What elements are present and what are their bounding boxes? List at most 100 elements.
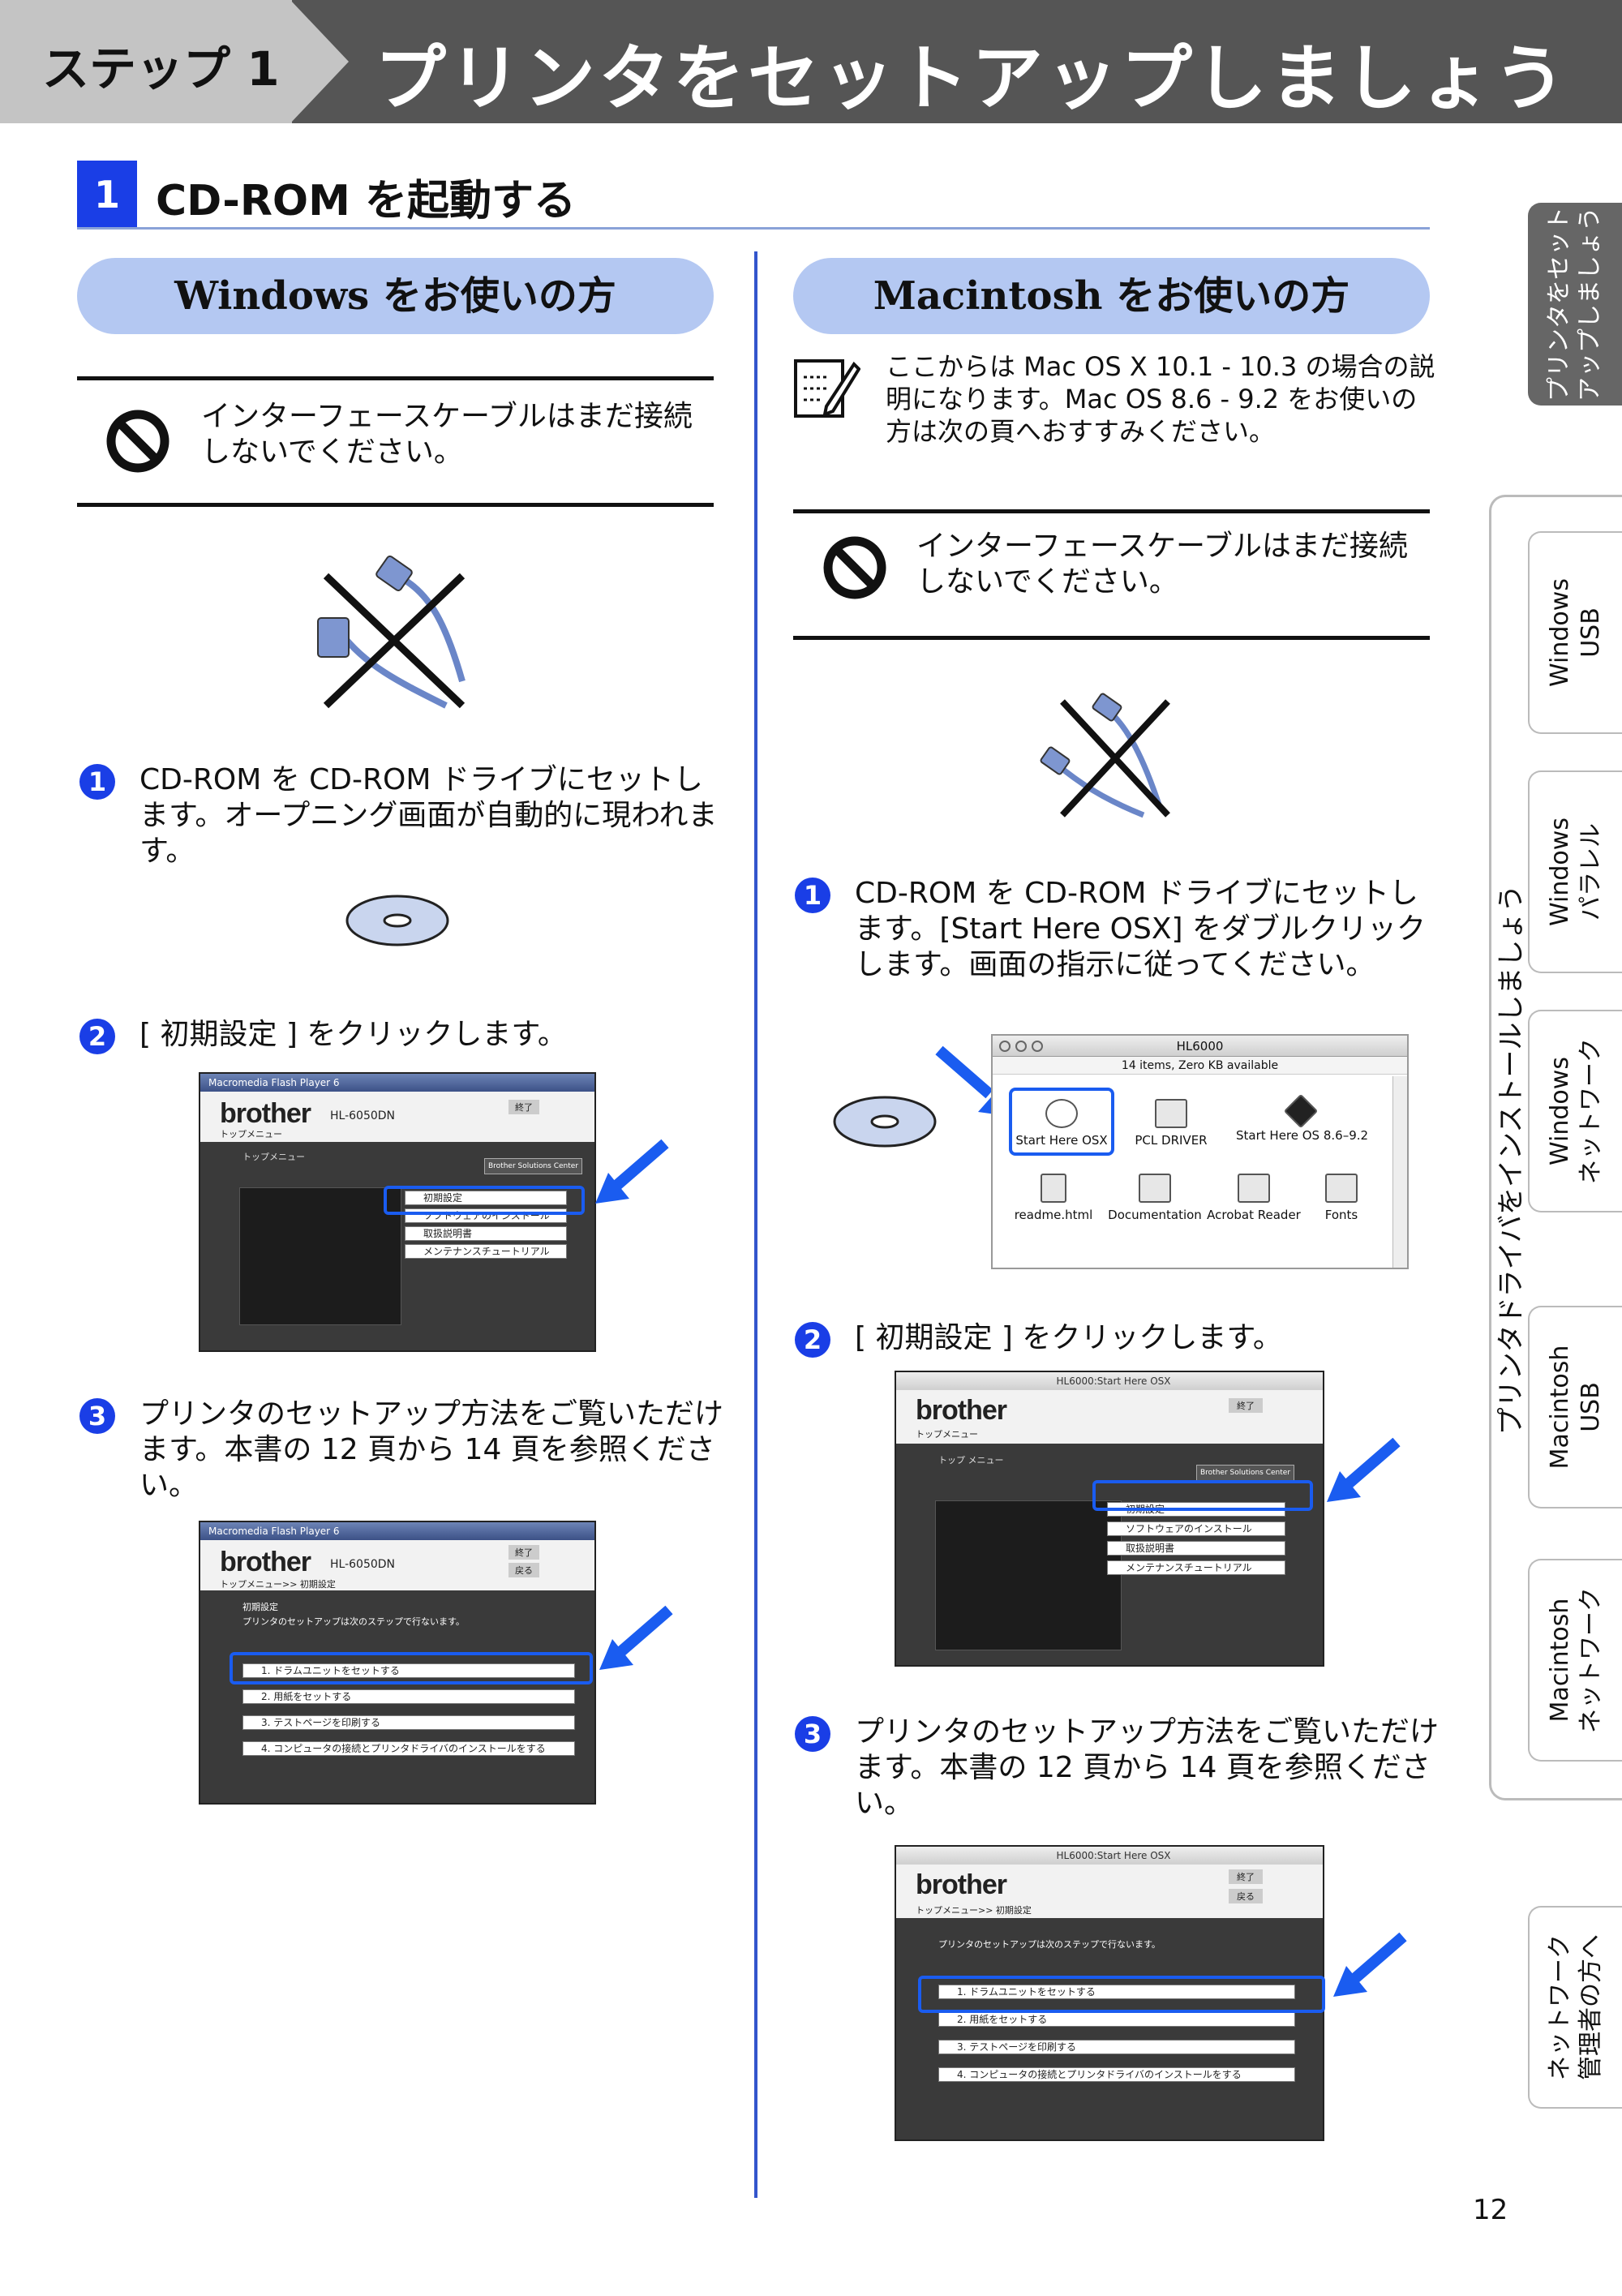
step-badge	[0, 0, 292, 123]
mac-step3-text: プリンタのセットアップ方法をご覧いただけます。本書の 12 頁から 14 頁を参…	[855, 1715, 1440, 1820]
zoom-dot[interactable]	[1032, 1041, 1043, 1052]
finder-item-label: PCL DRIVER	[1135, 1133, 1208, 1148]
tab-label: ネットワーク 管理者の方へ	[1546, 1934, 1605, 2080]
finder-item-label: Start Here OSX	[1015, 1133, 1108, 1148]
app-header: brother HL-6050DN 終了 戻る トップメニュー>> 初期設定	[200, 1540, 594, 1590]
back-button[interactable]: 戻る	[508, 1563, 539, 1577]
app-header: brother 終了 トップメニュー	[896, 1390, 1323, 1444]
setup-step-driver[interactable]: 4. コンピュータの接続とプリンタドライバのインストールをする	[938, 2067, 1295, 2082]
menu-initial-setup[interactable]: 初期設定	[405, 1191, 567, 1205]
exit-button[interactable]: 終了	[508, 1545, 539, 1560]
finder-titlebar: HL6000	[993, 1036, 1407, 1057]
menu-maintenance[interactable]: メンテナンスチュートリアル	[1107, 1560, 1285, 1575]
tab-network-admin[interactable]: ネットワーク 管理者の方へ	[1528, 1906, 1622, 2109]
menu-manuals[interactable]: 取扱説明書	[405, 1226, 567, 1241]
setup-step-testpage[interactable]: 3. テストページを印刷する	[242, 1715, 575, 1730]
brother-logo: brother	[916, 1395, 1007, 1426]
section-title: CD-ROM を起動する	[156, 177, 576, 225]
page-number: 12	[1473, 2194, 1508, 2226]
preview-area	[935, 1500, 1122, 1650]
exit-button[interactable]: 終了	[508, 1100, 539, 1114]
folder-icon	[1325, 1174, 1358, 1203]
setup-step-drum[interactable]: 1. ドラムユニットをセットする	[938, 1985, 1295, 1999]
finder-item-readme[interactable]: readme.html	[1009, 1174, 1098, 1222]
exit-button[interactable]: 終了	[1229, 1869, 1263, 1884]
model-name: HL-6050DN	[330, 1558, 396, 1571]
finder-item-label: readme.html	[1014, 1208, 1093, 1222]
cable-crossed-icon	[1040, 693, 1170, 818]
step-number-3: 3	[795, 1716, 830, 1752]
step-number-2: 2	[79, 1019, 115, 1054]
minimize-dot[interactable]	[1015, 1041, 1027, 1052]
windows-step1-text: CD-ROM を CD-ROM ドライブにセットします。オープニング画面が自動的…	[139, 763, 718, 868]
windows-step2-text: [ 初期設定 ] をクリックします。	[139, 1018, 567, 1051]
finder-status: 14 items, Zero KB available	[993, 1057, 1407, 1075]
windows-heading: Windows をお使いの方	[77, 258, 714, 334]
menu-heading: トップ メニュー	[938, 1455, 1004, 1466]
solutions-center-logo: Brother Solutions Center	[484, 1158, 583, 1174]
menu-software-install[interactable]: ソフトウェアのインストール	[1107, 1521, 1285, 1536]
tab-macintosh-usb[interactable]: Macintosh USB	[1528, 1306, 1622, 1508]
setup-step-testpage[interactable]: 3. テストページを印刷する	[938, 2040, 1295, 2054]
tab-windows-usb[interactable]: Windows USB	[1528, 531, 1622, 734]
flash-app-icon	[1045, 1099, 1078, 1128]
finder-item-fonts[interactable]: Fonts	[1309, 1174, 1374, 1222]
close-dot[interactable]	[999, 1041, 1011, 1052]
breadcrumb: トップメニュー>> 初期設定	[916, 1905, 1032, 1916]
blue-arrow-icon	[1333, 1932, 1407, 1997]
prohibited-icon	[106, 410, 169, 473]
finder-item-acrobat-reader[interactable]: Acrobat Reader	[1205, 1174, 1302, 1222]
tab-macintosh-network[interactable]: Macintosh ネットワーク	[1528, 1559, 1622, 1762]
warning-rule-bottom	[793, 636, 1430, 640]
menu-manuals[interactable]: 取扱説明書	[1107, 1541, 1285, 1556]
step-number-2: 2	[795, 1322, 830, 1358]
brother-logo: brother	[220, 1547, 311, 1577]
warning-rule-bottom	[77, 503, 714, 507]
cd-rom-icon	[833, 1096, 937, 1148]
cable-crossed-icon	[317, 555, 466, 709]
step-number-3: 3	[79, 1398, 115, 1434]
macintosh-heading: Macintosh をお使いの方	[793, 258, 1430, 334]
mac-step2-text: [ 初期設定 ] をクリックします。	[855, 1321, 1282, 1354]
finder-title: HL6000	[1176, 1039, 1224, 1054]
tab-windows-parallel[interactable]: Windows パラレル	[1528, 770, 1622, 973]
finder-item-documentation[interactable]: Documentation	[1106, 1174, 1204, 1222]
solutions-center-logo: Brother Solutions Center	[1196, 1465, 1295, 1481]
warning-rule-top	[793, 509, 1430, 513]
setup-step-paper[interactable]: 2. 用紙をセットする	[938, 2012, 1295, 2027]
finder-item-start-here-os9[interactable]: Start Here OS 8.6–9.2	[1236, 1093, 1368, 1143]
exit-button[interactable]: 終了	[1229, 1398, 1263, 1413]
menu-maintenance[interactable]: メンテナンスチュートリアル	[405, 1244, 567, 1259]
mac-titlebar: HL6000:Start Here OSX	[896, 1372, 1323, 1390]
setup-step-drum[interactable]: 1. ドラムユニットをセットする	[242, 1663, 575, 1678]
brother-logo: brother	[220, 1098, 311, 1129]
tab-label: プリンタをセット アップしましょう	[1545, 207, 1604, 401]
page-header: ステップ 1 プリンタをセットアップしましょう	[0, 0, 1622, 123]
setup-intro: プリンタのセットアップは次のステップで行ないます。	[938, 1939, 1161, 1950]
finder-item-label: Fonts	[1324, 1208, 1358, 1222]
mac-warning-text: インターフェースケーブルはまだ接続しないでください。	[916, 530, 1408, 599]
section-number: 1	[77, 161, 137, 229]
blue-arrow-icon	[595, 1139, 669, 1204]
note-pencil-icon	[794, 359, 860, 418]
brother-logo: brother	[916, 1869, 1007, 1900]
tab-label: Windows USB	[1546, 578, 1605, 687]
finder-item-pcl-driver[interactable]: PCL DRIVER	[1131, 1099, 1212, 1148]
highlight-drum-step	[230, 1652, 593, 1684]
breadcrumb: トップメニュー>> 初期設定	[220, 1579, 336, 1590]
mac-step1-text: CD-ROM を CD-ROM ドライブにセットします。[Start Here …	[855, 877, 1426, 981]
setup-step-paper[interactable]: 2. 用紙をセットする	[242, 1689, 575, 1704]
flash-titlebar: Macromedia Flash Player 6	[200, 1522, 594, 1540]
back-button[interactable]: 戻る	[1229, 1889, 1263, 1903]
tab-label: Macintosh ネットワーク	[1546, 1587, 1605, 1733]
menu-heading: トップメニュー	[242, 1152, 305, 1162]
setup-step-driver[interactable]: 4. コンピュータの接続とプリンタドライバのインストールをする	[242, 1741, 575, 1756]
finder-scrollbar[interactable]	[1392, 1076, 1407, 1268]
finder-item-start-here-osx[interactable]: Start Here OSX	[1009, 1088, 1114, 1156]
tab-windows-network[interactable]: Windows ネットワーク	[1528, 1010, 1622, 1212]
step-number-1: 1	[79, 764, 115, 800]
tab-printer-setup[interactable]: プリンタをセット アップしましょう	[1528, 203, 1622, 406]
tab-label: Windows パラレル	[1546, 818, 1605, 926]
model-name: HL-6050DN	[330, 1109, 396, 1122]
installer-icon	[1283, 1093, 1319, 1129]
